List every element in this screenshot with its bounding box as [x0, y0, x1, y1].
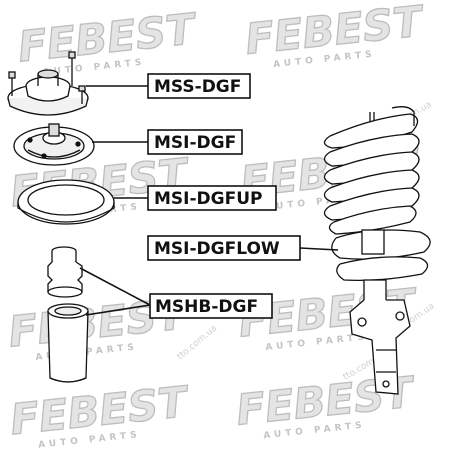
part-label-msi[interactable]: MSI-DGF: [147, 129, 243, 155]
bump-stop-illustration: [47, 246, 83, 298]
label-box: [147, 129, 243, 155]
part-code: MSS-DGF: [154, 77, 241, 97]
label-box: [147, 235, 301, 261]
part-code: MSHB-DGF: [155, 297, 258, 317]
insulator-illustration: [13, 123, 95, 166]
strut-assembly-illustration: [323, 106, 431, 395]
label-box: [147, 185, 277, 211]
part-label-msi-up[interactable]: MSI-DGFUP: [147, 185, 277, 211]
part-label-mshb[interactable]: MSHB-DGF: [149, 293, 273, 319]
strut-mount-illustration: [7, 51, 89, 116]
part-code: MSI-DGFUP: [154, 189, 262, 209]
spring-seat-upper-illustration: [17, 179, 115, 225]
part-code: MSI-DGFLOW: [154, 239, 280, 259]
leader-lines: [79, 85, 339, 316]
part-code: MSI-DGF: [154, 133, 236, 153]
label-box: [147, 73, 251, 99]
leader-line-mshb-a: [79, 267, 151, 306]
part-label-mss[interactable]: MSS-DGF: [147, 73, 251, 99]
leader-line-mshb-b: [85, 304, 151, 316]
dust-boot-illustration: [47, 303, 89, 383]
label-box: [149, 293, 273, 319]
part-label-msi-low[interactable]: MSI-DGFLOW: [147, 235, 301, 261]
leader-line-msi-low: [299, 247, 339, 251]
